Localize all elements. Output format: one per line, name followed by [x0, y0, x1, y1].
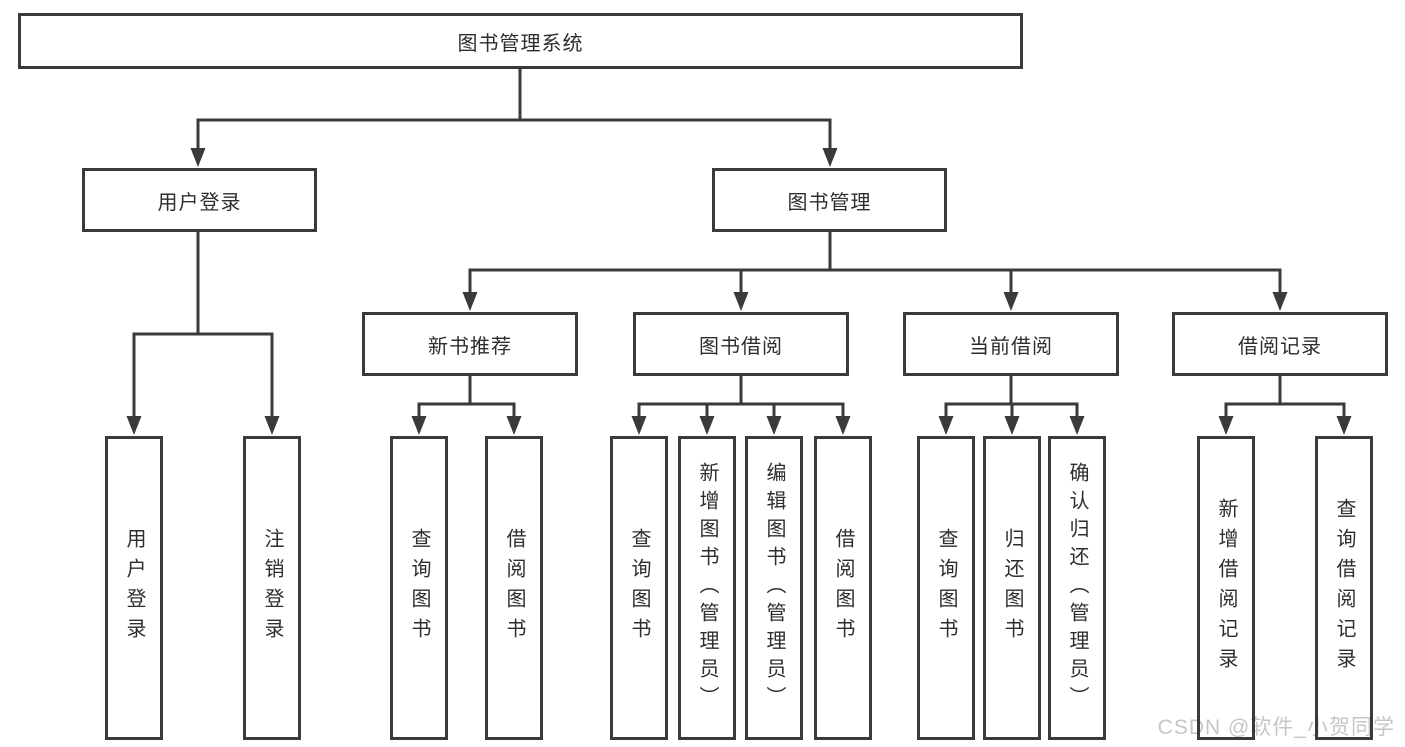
leaf-return-books: 归还图书	[983, 436, 1041, 740]
node-current-borrowing: 当前借阅	[903, 312, 1119, 376]
leaf-borrow-books-recommend: 借阅图书	[485, 436, 543, 740]
node-label: 图书借阅	[699, 335, 783, 358]
leaf-label: 编辑图书（管理员）	[763, 462, 785, 714]
leaf-add-books-admin: 新增图书（管理员）	[678, 436, 736, 740]
node-label: 新书推荐	[428, 335, 512, 358]
leaf-query-books-current: 查询图书	[917, 436, 975, 740]
node-borrowing-records: 借阅记录	[1172, 312, 1388, 376]
leaf-label: 查询借阅记录	[1333, 498, 1355, 678]
leaf-label: 查询图书	[935, 528, 957, 648]
leaf-label: 借阅图书	[832, 528, 854, 648]
node-label: 当前借阅	[969, 335, 1053, 358]
leaf-logout: 注销登录	[243, 436, 301, 740]
node-book-borrowing: 图书借阅	[633, 312, 849, 376]
leaf-borrow-books: 借阅图书	[814, 436, 872, 740]
arrowheads	[126, 148, 1352, 435]
leaf-user-login: 用户登录	[105, 436, 163, 740]
leaf-label: 新增图书（管理员）	[696, 462, 718, 714]
leaf-edit-books-admin: 编辑图书（管理员）	[745, 436, 803, 740]
csdn-watermark: CSDN @软件_小贺同学	[1157, 716, 1395, 739]
leaf-label: 查询图书	[628, 528, 650, 648]
node-label: 图书管理	[787, 191, 872, 214]
leaf-label: 归还图书	[1001, 528, 1023, 648]
node-library-management-system: 图书管理系统	[18, 13, 1023, 69]
node-label: 用户登录	[157, 191, 242, 214]
leaf-label: 用户登录	[123, 528, 145, 648]
leaf-label: 新增借阅记录	[1215, 498, 1237, 678]
leaf-query-borrow-record: 查询借阅记录	[1315, 436, 1373, 740]
leaf-query-books-recommend: 查询图书	[390, 436, 448, 740]
leaf-confirm-return-admin: 确认归还（管理员）	[1048, 436, 1106, 740]
leaf-label: 查询图书	[408, 528, 430, 648]
node-label: 图书管理系统	[457, 32, 584, 55]
node-new-book-recommendation: 新书推荐	[362, 312, 578, 376]
leaf-add-borrow-record: 新增借阅记录	[1197, 436, 1255, 740]
leaf-query-books-borrowing: 查询图书	[610, 436, 668, 740]
leaf-label: 注销登录	[261, 528, 283, 648]
node-book-management: 图书管理	[712, 168, 947, 232]
leaf-label: 确认归还（管理员）	[1066, 462, 1088, 714]
leaf-label: 借阅图书	[503, 528, 525, 648]
node-user-login: 用户登录	[82, 168, 317, 232]
node-label: 借阅记录	[1238, 335, 1322, 358]
